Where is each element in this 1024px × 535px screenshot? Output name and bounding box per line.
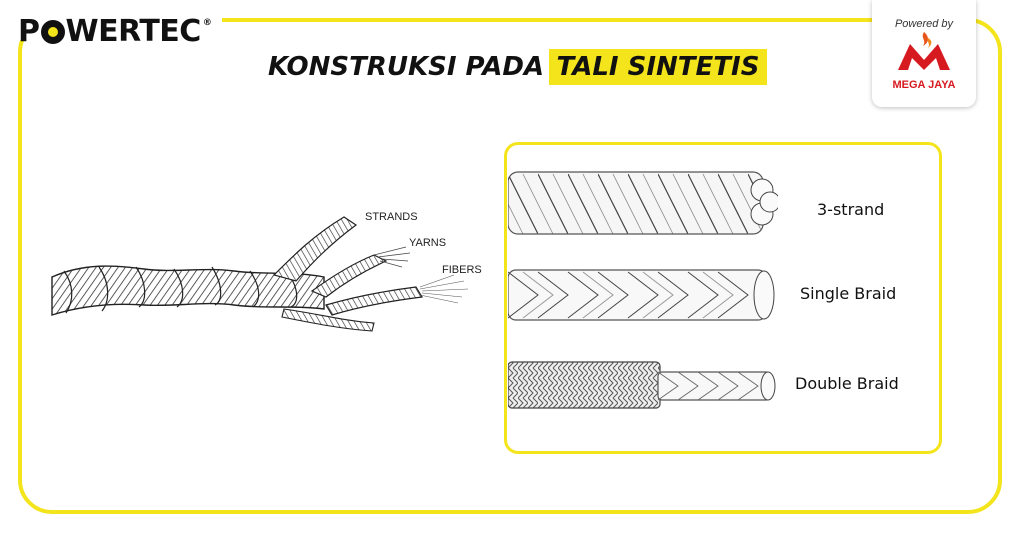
yarn-filaments [373,246,411,268]
strand-shape [272,216,358,282]
logo-o-icon [40,19,65,44]
label-strands: STRANDS [365,211,418,223]
partner-name: MEGA JAYA [892,79,956,91]
label-fibers: FIBERS [442,264,482,276]
yarn-shape [310,254,388,298]
yellow-frame [18,18,1002,514]
page-title: KONSTRUKSI PADA TALI SINTETIS [268,49,768,85]
powered-by-text: Powered by [894,18,954,30]
registered-mark: ® [202,17,212,28]
rope-body [51,265,325,316]
logo-letter-p: P [18,14,40,49]
label-3-strand: 3-strand [817,200,885,219]
lower-strand-shape [281,308,375,332]
mega-jaya-logo-icon [898,32,950,70]
title-part2: TALI SINTETIS [548,49,768,85]
partner-badge: Powered by MEGA JAYA [872,0,976,107]
label-double-braid: Double Braid [795,374,899,393]
logo-text: WERTEC [65,14,202,49]
single-braid-rope-image [508,269,775,321]
double-braid-rope-image [508,361,776,409]
fiber-filaments [419,274,469,304]
frame-gap [0,0,222,40]
label-single-braid: Single Braid [800,284,897,303]
fiber-strand-shape [325,286,423,316]
rope-construction-diagram [51,216,469,332]
powertec-logo: P WERTEC ® [18,14,212,49]
label-yarns: YARNS [409,237,447,249]
three-strand-rope-image [508,171,778,235]
title-part1: KONSTRUKSI PADA [268,52,545,82]
